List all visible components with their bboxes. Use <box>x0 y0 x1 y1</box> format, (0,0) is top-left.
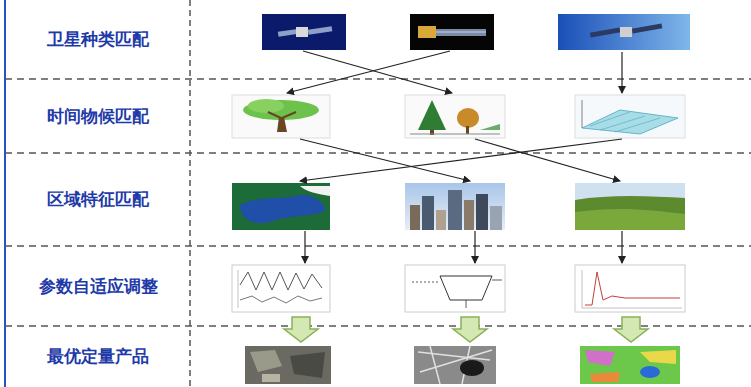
tree-image <box>232 95 330 138</box>
row-band: 最优定量产品 <box>8 326 188 387</box>
satellite-image <box>410 14 494 50</box>
city-image <box>405 183 505 230</box>
row-label: 区域特征匹配 <box>47 188 149 211</box>
row-band: 时间物候匹配 <box>8 79 188 153</box>
product-image <box>580 346 680 384</box>
row-label: 时间物候匹配 <box>47 105 149 128</box>
row-band: 卫星种类匹配 <box>8 0 188 79</box>
row-band: 区域特征匹配 <box>8 153 188 246</box>
row-label: 卫星种类匹配 <box>47 28 149 51</box>
field-image <box>575 183 685 230</box>
response-plot-image <box>575 265 685 312</box>
satellite-image <box>262 14 346 50</box>
row-dividers <box>5 79 751 326</box>
product-image <box>245 346 331 384</box>
row-label: 参数自适应调整 <box>39 275 158 298</box>
surface-plot-image <box>575 95 685 138</box>
lake-image <box>232 183 330 230</box>
hollow-arrows <box>284 317 648 342</box>
product-image <box>414 346 496 384</box>
flow-arrows <box>287 51 622 263</box>
curve-plot-image <box>405 265 505 312</box>
satellite-image <box>558 14 690 50</box>
line-plot-image <box>232 265 330 312</box>
phenology-image <box>405 95 505 138</box>
row-band: 参数自适应调整 <box>8 246 188 326</box>
row-label: 最优定量产品 <box>47 345 149 368</box>
divider-line <box>189 0 191 387</box>
frame-line <box>4 0 6 387</box>
